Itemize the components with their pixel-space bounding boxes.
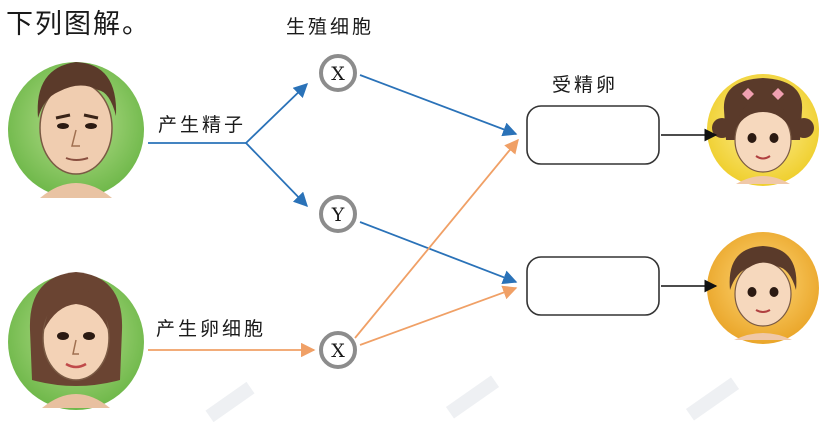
father-portrait (8, 62, 144, 198)
egg-to-zygote2-arrow (359, 285, 518, 346)
sperm-branch (148, 82, 309, 208)
egg-to-zygote1-arrow (354, 138, 519, 339)
zygote-box-2[interactable] (526, 256, 660, 316)
zygote-box-1[interactable] (526, 105, 660, 165)
zygote-label: 受精卵 (552, 74, 619, 96)
sperm-y-to-zygote-arrow (359, 221, 518, 285)
mother-portrait (8, 272, 144, 410)
sperm-y-label: Y (331, 204, 345, 226)
produce-sperm-label: 产生精子 (158, 114, 247, 136)
daughter-portrait (707, 74, 819, 186)
germ-cells-label: 生殖细胞 (286, 16, 375, 38)
sperm-x-to-zygote-arrow (359, 74, 518, 137)
son-portrait (707, 232, 819, 344)
egg-x-label: X (331, 340, 345, 362)
egg-x-cell: X (319, 331, 357, 369)
produce-egg-label: 产生卵细胞 (156, 318, 267, 340)
sperm-x-cell: X (319, 54, 357, 92)
sperm-y-cell: Y (319, 195, 357, 233)
intro-text: 下列图解。 (6, 9, 151, 40)
sperm-x-label: X (331, 63, 345, 85)
